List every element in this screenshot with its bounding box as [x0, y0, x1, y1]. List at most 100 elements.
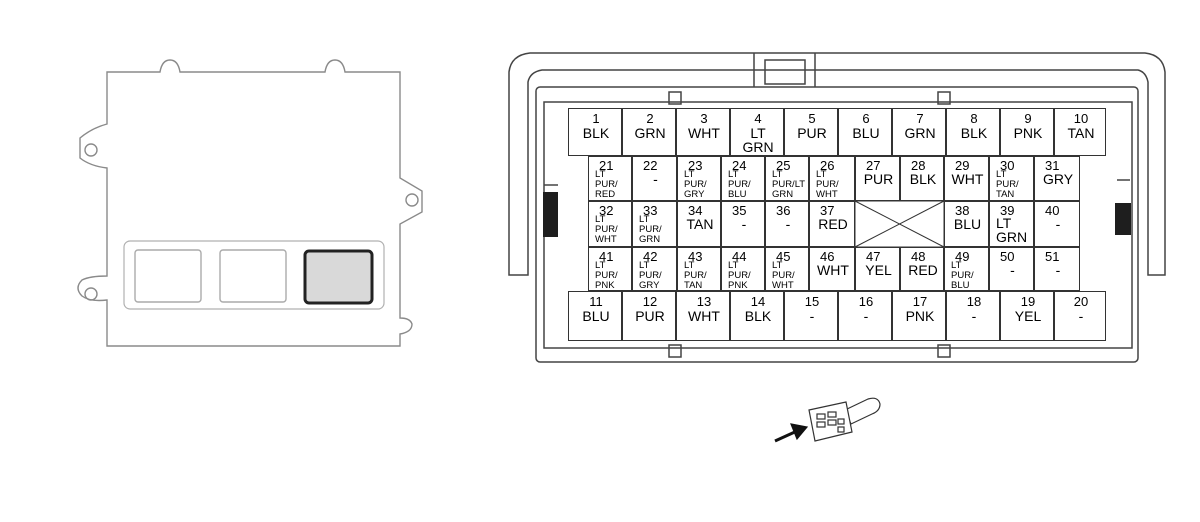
ecu-mount-hole: [84, 143, 98, 157]
pin-number: 35: [732, 203, 747, 218]
pin-wire-color: PUR: [635, 308, 665, 324]
pin-wire-color: LT PUR/ BLU: [728, 169, 751, 200]
ecu-mount-hole: [405, 193, 419, 207]
pin-wire-color: -: [653, 171, 658, 187]
pin-wire-color: -: [741, 216, 747, 232]
pin-number: 9: [1024, 111, 1032, 126]
pin-50: 50-: [989, 247, 1034, 291]
pin-number: 43: [688, 249, 703, 264]
pin-22: 22-: [632, 156, 677, 201]
pin-number: 16: [858, 294, 874, 309]
pin-wire-color: BLU: [582, 308, 610, 324]
pin-wire-color: LT PUR/ GRY: [639, 260, 662, 291]
pin-number: 27: [866, 158, 881, 173]
pin-wire-color: LT PUR/ GRY: [684, 169, 707, 200]
pin-wire-color: LT PUR/ WHT: [772, 260, 795, 291]
pin-wire-color: BLK: [744, 308, 772, 324]
pin-number: 42: [643, 249, 658, 264]
pin-wire-color: GRN: [634, 125, 666, 141]
pin-wire-color: LT PUR/ PNK: [595, 260, 618, 291]
connector-key-slot: [668, 91, 682, 105]
pin-number: 34: [688, 203, 703, 218]
pin-wire-color: GRY: [1042, 171, 1074, 187]
pin-wire-color: PNK: [1013, 125, 1043, 141]
pin-wire-color: -: [809, 308, 815, 324]
pin-wire-color: PUR: [863, 171, 894, 187]
ecu-housing-outline: [77, 59, 423, 347]
pin-number: 12: [642, 294, 658, 309]
pin-number: 41: [599, 249, 614, 264]
pin-number: 1: [592, 111, 600, 126]
pin-18: 18-: [946, 291, 1000, 341]
pin-wire-color: WHT: [951, 171, 984, 187]
pin-wire-color: PUR: [797, 125, 827, 141]
pin-wire-color: BLK: [960, 125, 988, 141]
connector-key-slot: [937, 91, 951, 105]
pin-number: 33: [643, 203, 658, 218]
pin-number: 6: [862, 111, 870, 126]
ecu-connector-bay: [123, 240, 385, 310]
pin-number: 5: [808, 111, 816, 126]
pin-number: 50: [1000, 249, 1015, 264]
pin-wire-color: LT PUR/LT GRN: [772, 169, 806, 200]
pin-wire-color: -: [863, 308, 869, 324]
pin-number: 30: [1000, 158, 1015, 173]
pin-wire-color: PNK: [905, 308, 935, 324]
pin-number: 25: [776, 158, 791, 173]
pin-number: 23: [688, 158, 703, 173]
pin-15: 15-: [784, 291, 838, 341]
pin-wire-color: LT PUR/ RED: [595, 169, 618, 200]
pin-number: 48: [911, 249, 926, 264]
pin-wire-color: WHT: [817, 262, 849, 278]
pin-35: 35-: [721, 201, 765, 247]
pin-wire-color: -: [1055, 216, 1061, 232]
pin-16: 16-: [838, 291, 892, 341]
ecu-connector-socket-2: [219, 249, 287, 303]
pin-number: 32: [599, 203, 614, 218]
pin-wire-color: -: [1055, 262, 1061, 278]
pin-number: 46: [820, 249, 835, 264]
pin-number: 29: [955, 158, 970, 173]
pin-wire-color: LT PUR/ GRN: [639, 214, 662, 245]
pin-wire-color: LT PUR/ TAN: [684, 260, 707, 291]
pin-number: 44: [732, 249, 747, 264]
pin-wire-color: WHT: [688, 308, 720, 324]
pin-number: 20: [1073, 294, 1089, 309]
connector-latch-right: [1115, 203, 1131, 235]
pin-number: 15: [804, 294, 820, 309]
pin-number: 51: [1045, 249, 1060, 264]
pin-number: 7: [916, 111, 924, 126]
pin-wire-color: BLU: [953, 216, 982, 232]
pin-number: 17: [912, 294, 928, 309]
pin-wire-color: RED: [818, 216, 848, 232]
pin-wire-color: LT PUR/ TAN: [996, 169, 1019, 200]
pin-number: 26: [820, 158, 835, 173]
ecu-connector-socket-highlighted: [303, 249, 374, 305]
pin-number: 24: [732, 158, 747, 173]
pin-number: 13: [696, 294, 712, 309]
